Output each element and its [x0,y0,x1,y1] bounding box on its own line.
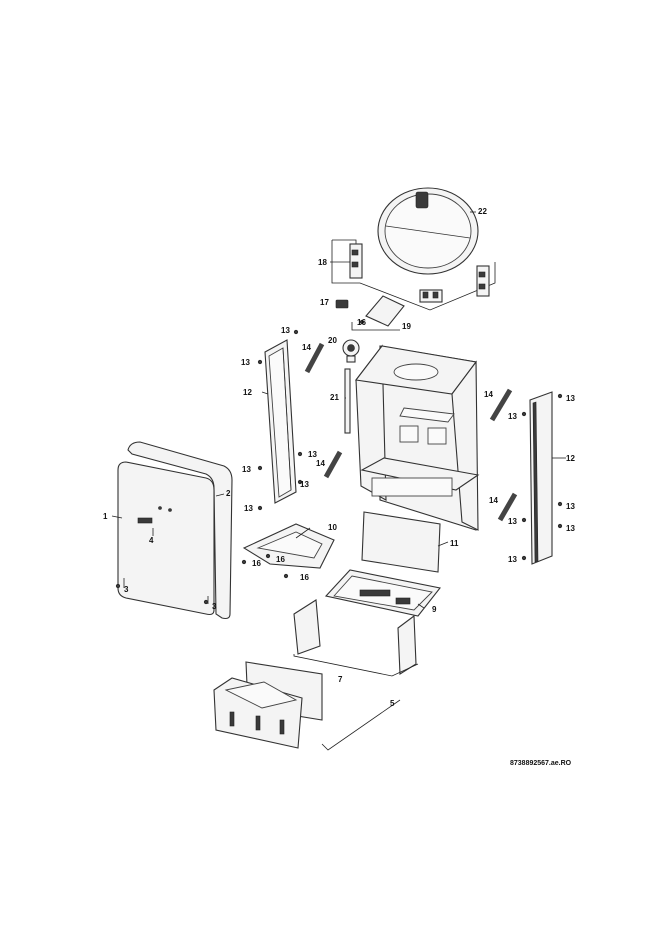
part-21-rod [344,368,351,434]
part-7-lower-compartment [293,599,419,677]
leader-lines [111,211,566,609]
part-9-control-tray [324,569,441,617]
label-14: 14 [489,496,498,505]
label-5: 5 [390,699,395,708]
label-13: 13 [566,394,575,403]
reference-code: 8738892567.ae.RO [510,760,572,767]
label-3: 3 [212,602,217,611]
label-19: 19 [402,322,411,331]
part-18-bracket-group [331,239,496,311]
label-16: 16 [357,318,366,327]
label-4: 4 [149,536,154,545]
part-11-front-panel [361,511,441,573]
label-9: 9 [432,605,437,614]
part-22-round-cover [377,187,479,275]
part-2-casing-frame [127,441,233,620]
label-13: 13 [508,555,517,564]
label-13: 13 [508,517,517,526]
label-13: 13 [241,358,250,367]
part-14-rods [304,342,518,522]
label-13: 13 [508,412,517,421]
label-14: 14 [484,390,493,399]
label-16: 16 [300,573,309,582]
label-13: 13 [566,502,575,511]
part-17-clip [335,299,349,309]
main-frame [354,344,480,531]
label-13: 13 [281,326,290,335]
label-10: 10 [328,523,337,532]
part-1-front-casing [117,461,215,616]
label-2: 2 [226,489,231,498]
label-20: 20 [328,336,337,345]
screws [115,319,563,605]
label-1: 1 [103,512,108,521]
label-17: 17 [320,298,329,307]
label-13: 13 [566,524,575,533]
label-13: 13 [244,504,253,513]
part-12-left-side-panel [264,339,297,504]
label-12: 12 [566,454,575,463]
label-16: 16 [276,555,285,564]
label-21: 21 [330,393,339,402]
label-12: 12 [243,388,252,397]
label-3: 3 [124,585,129,594]
part-labels: 22 18 17 16 19 20 21 13 14 13 12 13 14 1… [103,207,575,708]
label-16: 16 [252,559,261,568]
label-14: 14 [316,459,325,468]
label-7: 7 [338,675,343,684]
part-19-plate [351,295,405,331]
part-12-right-side-panel [529,391,553,565]
part-20-valve [342,339,360,363]
label-13: 13 [242,465,251,474]
label-14: 14 [302,343,311,352]
label-13: 13 [300,480,309,489]
label-11: 11 [450,539,459,548]
label-18: 18 [318,258,327,267]
label-13: 13 [308,450,317,459]
label-22: 22 [478,207,487,216]
part-5-base-assembly [213,661,401,751]
